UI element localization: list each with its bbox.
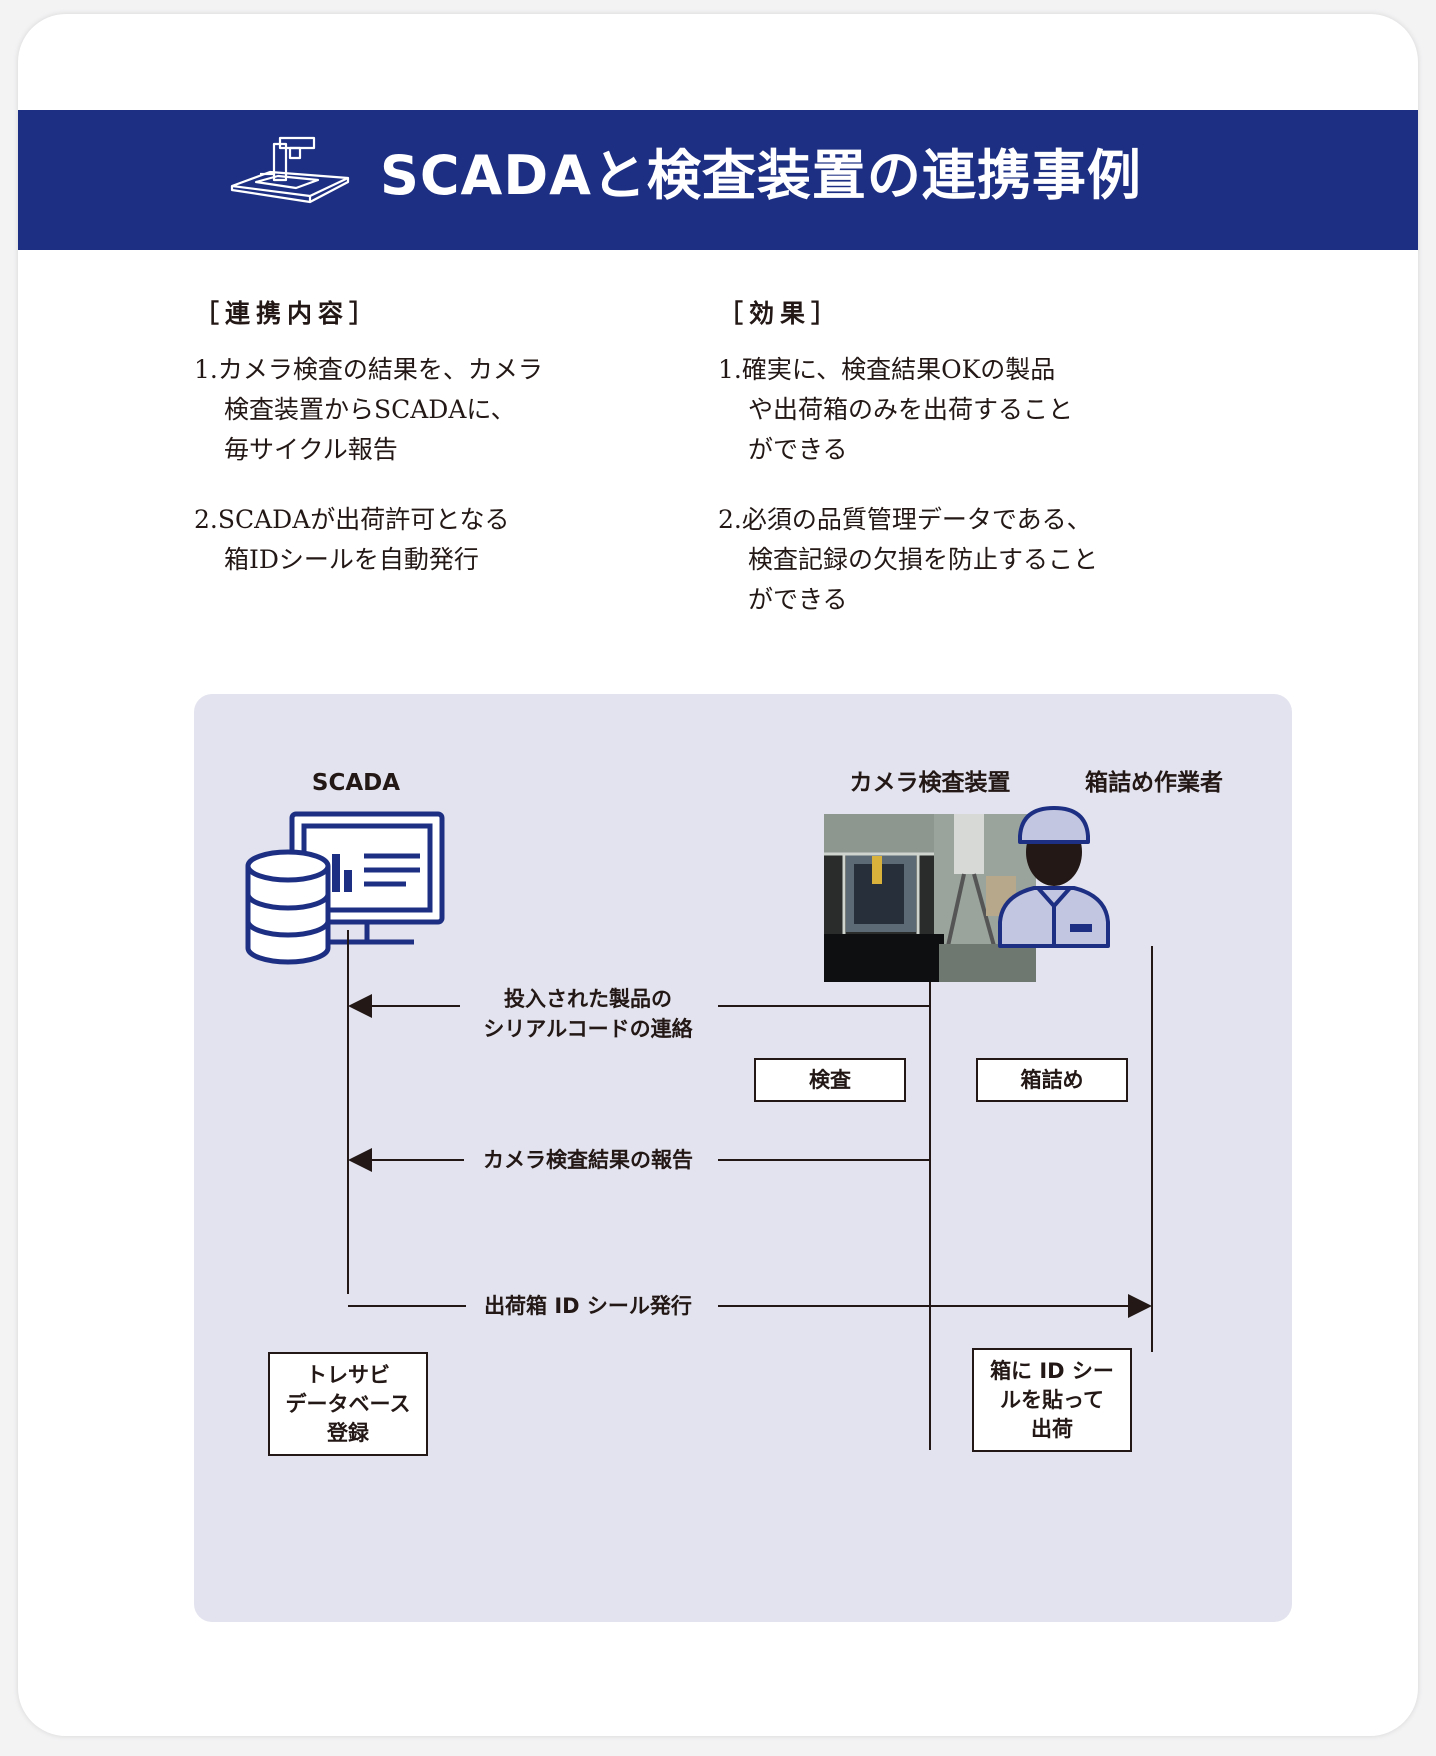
item-line: ができる xyxy=(748,585,848,614)
inspection-machine-icon xyxy=(230,136,350,204)
box-line: 出荷 xyxy=(1031,1416,1073,1441)
actor-label-camera: カメラ検査装置 xyxy=(849,770,1011,796)
box-line: ルを貼って xyxy=(1000,1387,1104,1412)
arrowhead-left-icon xyxy=(348,1148,372,1172)
arrowhead-right-icon xyxy=(1128,1294,1152,1318)
sequence-diagram-panel: SCADA カメラ検査装置 箱詰め作業者 xyxy=(194,694,1292,1622)
serial-arrow-line xyxy=(368,1005,460,1007)
label-arrow-line xyxy=(348,1305,466,1307)
message-serial: 投入された製品の シリアルコードの連絡 xyxy=(448,984,728,1044)
inspection-step-box: 検査 xyxy=(754,1058,906,1102)
item-line: 2.必須の品質管理データである、 xyxy=(718,505,1092,534)
result-arrow-line xyxy=(368,1159,464,1161)
worker-icon xyxy=(998,806,1110,948)
db-register-box: トレサビ データベース 登録 xyxy=(268,1352,428,1456)
message-line: 投入された製品の xyxy=(504,987,672,1011)
message-result: カメラ検査結果の報告 xyxy=(483,1148,693,1172)
message-label-issue: 出荷箱 ID シール発行 xyxy=(484,1294,692,1318)
box-line: 箱に ID シー xyxy=(990,1358,1114,1383)
item-line: や出荷箱のみを出荷すること xyxy=(748,395,1074,424)
worker-lifeline xyxy=(1151,946,1153,1352)
linkage-item-2: 2.SCADAが出荷許可となる 箱IDシールを自動発行 xyxy=(194,500,714,580)
linkage-content-column: ［連携内容］ 1.カメラ検査の結果を、カメラ 検査装置からSCADAに、 毎サイ… xyxy=(194,296,714,610)
message-line: シリアルコードの連絡 xyxy=(483,1017,693,1041)
linkage-item-1: 1.カメラ検査の結果を、カメラ 検査装置からSCADAに、 毎サイクル報告 xyxy=(194,350,714,470)
result-arrow-line xyxy=(718,1159,930,1161)
box-line: トレサビ xyxy=(305,1362,390,1387)
effect-heading: ［効果］ xyxy=(718,299,843,328)
camera-lifeline xyxy=(929,982,931,1450)
item-line: 毎サイクル報告 xyxy=(224,435,398,464)
actor-label-scada: SCADA xyxy=(311,770,401,796)
item-line: ができる xyxy=(748,435,848,464)
item-line: 1.確実に、検査結果OKの製品 xyxy=(718,355,1056,384)
title-banner: SCADAと検査装置の連携事例 xyxy=(18,110,1418,250)
item-line: 検査記録の欠損を防止すること xyxy=(748,545,1099,574)
scada-lifeline xyxy=(347,930,349,1294)
item-line: 箱IDシールを自動発行 xyxy=(224,545,479,574)
arrowhead-left-icon xyxy=(348,994,372,1018)
linkage-heading: ［連携内容］ xyxy=(194,299,381,328)
item-line: 2.SCADAが出荷許可となる xyxy=(194,505,510,534)
box-line: データベース xyxy=(285,1391,411,1416)
effect-item-1: 1.確実に、検査結果OKの製品 や出荷箱のみを出荷すること ができる xyxy=(718,350,1238,470)
item-line: 1.カメラ検査の結果を、カメラ xyxy=(194,355,543,384)
label-arrow-line xyxy=(718,1305,1132,1307)
actor-label-worker: 箱詰め作業者 xyxy=(1085,770,1223,796)
effect-item-2: 2.必須の品質管理データである、 検査記録の欠損を防止すること ができる xyxy=(718,500,1238,620)
packing-step-box: 箱詰め xyxy=(976,1058,1128,1102)
page-card: SCADAと検査装置の連携事例 ［連携内容］ 1.カメラ検査の結果を、カメラ 検… xyxy=(18,14,1418,1736)
box-line: 登録 xyxy=(326,1420,369,1445)
database-monitor-icon xyxy=(245,811,445,965)
effect-column: ［効果］ 1.確実に、検査結果OKの製品 や出荷箱のみを出荷すること ができる … xyxy=(718,296,1238,650)
ship-box: 箱に ID シー ルを貼って 出荷 xyxy=(972,1348,1132,1452)
item-line: 検査装置からSCADAに、 xyxy=(224,395,516,424)
page-title: SCADAと検査装置の連携事例 xyxy=(380,144,1142,207)
serial-arrow-line xyxy=(718,1005,930,1007)
